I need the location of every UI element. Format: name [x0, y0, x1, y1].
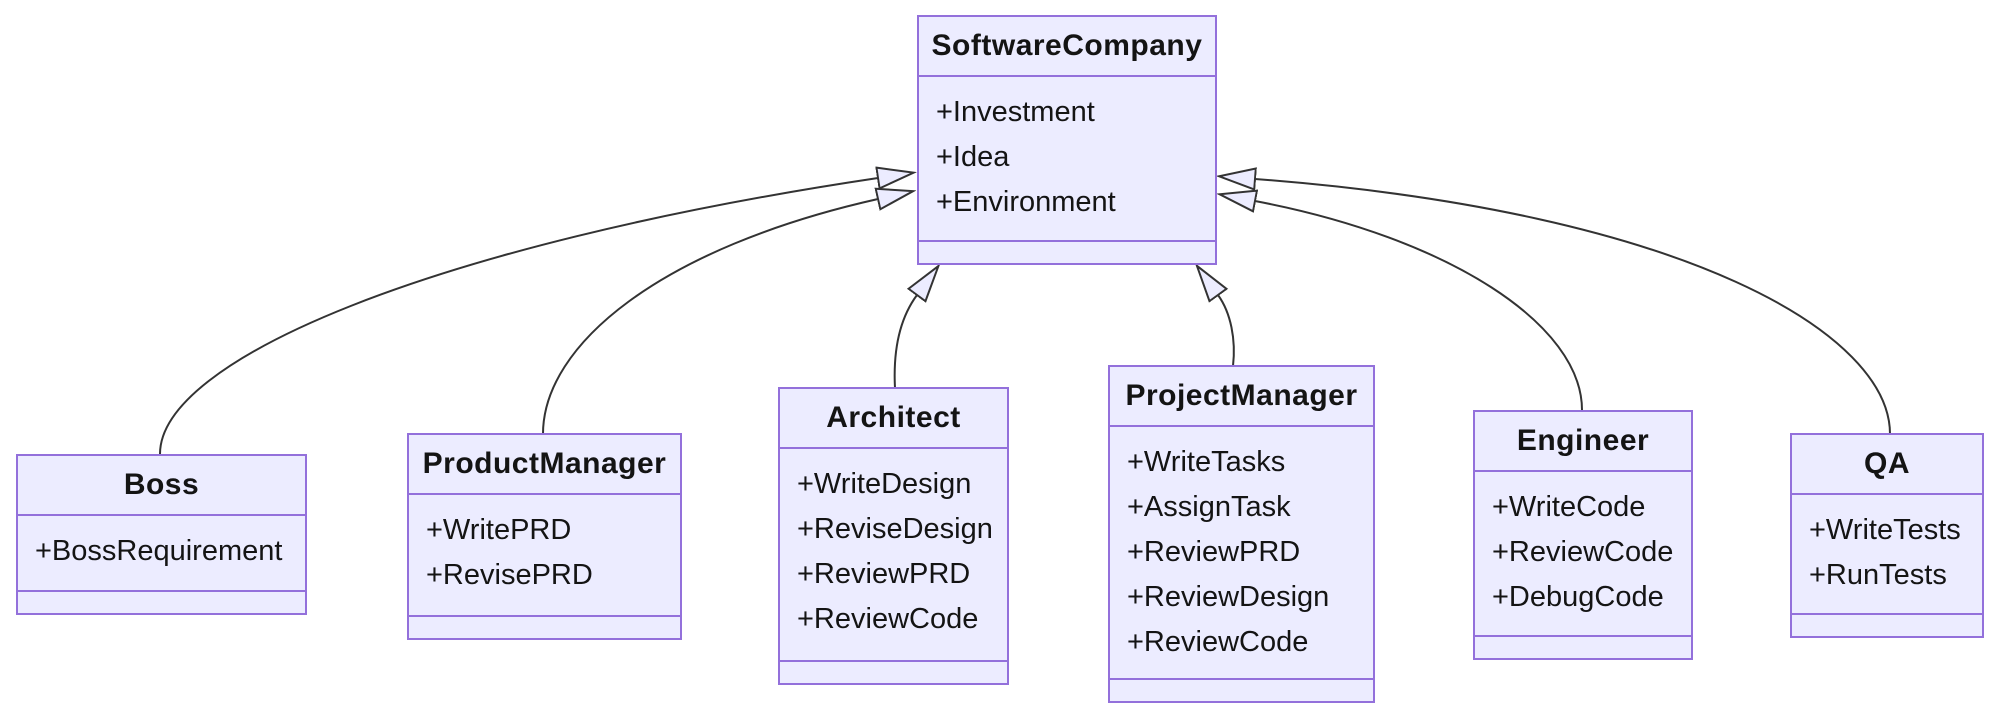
class-title: ProjectManager [1110, 367, 1373, 427]
class-attribute: +ReviewPRD [1127, 536, 1301, 568]
class-methods-empty [919, 242, 1215, 263]
class-box-projectmanager: ProjectManager +WriteTasks +AssignTask +… [1108, 365, 1375, 703]
inheritance-edge-engineer [1255, 201, 1583, 411]
class-attributes: +Investment +Idea +Environment [919, 77, 1215, 242]
inheritance-edge-projectmanager [1218, 295, 1235, 367]
class-attribute: +RevisePRD [426, 559, 593, 591]
class-attribute: +WriteCode [1492, 491, 1646, 523]
class-title: SoftwareCompany [919, 17, 1215, 77]
class-title: Architect [780, 389, 1007, 449]
class-attribute: +DebugCode [1492, 581, 1664, 613]
class-methods-empty [1475, 637, 1691, 658]
class-box-softwarecompany: SoftwareCompany +Investment +Idea +Envir… [917, 15, 1217, 265]
class-title: ProductManager [409, 435, 680, 495]
class-attributes: +WritePRD +RevisePRD [409, 495, 680, 617]
class-attribute: +BossRequirement [35, 535, 283, 567]
class-methods-empty [18, 592, 305, 613]
class-attribute: +ReviewCode [1127, 626, 1309, 658]
class-box-engineer: Engineer +WriteCode +ReviewCode +DebugCo… [1473, 410, 1693, 660]
class-attribute: +Idea [936, 141, 1010, 173]
class-attribute: +WriteDesign [797, 468, 972, 500]
class-attribute: +WriteTasks [1127, 446, 1286, 478]
class-attribute: +ReviewPRD [797, 558, 971, 590]
class-attributes: +WriteTests +RunTests [1792, 495, 1982, 615]
class-methods-empty [780, 662, 1007, 683]
inheritance-edge-productmanager [542, 199, 878, 435]
inheritance-edge-architect [893, 295, 917, 389]
class-attribute: +AssignTask [1127, 491, 1291, 523]
class-attribute: +WritePRD [426, 514, 572, 546]
class-attribute: +ReviewDesign [1127, 581, 1330, 613]
class-title: Boss [18, 456, 305, 516]
class-attribute: +ReviewCode [1492, 536, 1674, 568]
class-attributes: +WriteCode +ReviewCode +DebugCode [1475, 472, 1691, 637]
class-attribute: +WriteTests [1809, 514, 1961, 546]
class-attribute: +ReviewCode [797, 603, 979, 635]
class-attribute: +Environment [936, 186, 1116, 218]
class-methods-empty [1792, 615, 1982, 636]
class-box-qa: QA +WriteTests +RunTests [1790, 433, 1984, 638]
class-attribute: +RunTests [1809, 559, 1947, 591]
class-methods-empty [409, 617, 680, 638]
class-box-boss: Boss +BossRequirement [16, 454, 307, 615]
class-attribute: +Investment [936, 96, 1095, 128]
class-box-productmanager: ProductManager +WritePRD +RevisePRD [407, 433, 682, 640]
inheritance-edge-qa [1255, 179, 1891, 435]
class-attributes: +WriteDesign +ReviseDesign +ReviewPRD +R… [780, 449, 1007, 662]
class-attributes: +BossRequirement [18, 516, 305, 592]
class-attributes: +WriteTasks +AssignTask +ReviewPRD +Revi… [1110, 427, 1373, 680]
class-title: Engineer [1475, 412, 1691, 472]
inheritance-edge-boss [159, 178, 878, 455]
class-title: QA [1792, 435, 1982, 495]
class-methods-empty [1110, 680, 1373, 701]
class-attribute: +ReviseDesign [797, 513, 993, 545]
class-box-architect: Architect +WriteDesign +ReviseDesign +Re… [778, 387, 1009, 685]
